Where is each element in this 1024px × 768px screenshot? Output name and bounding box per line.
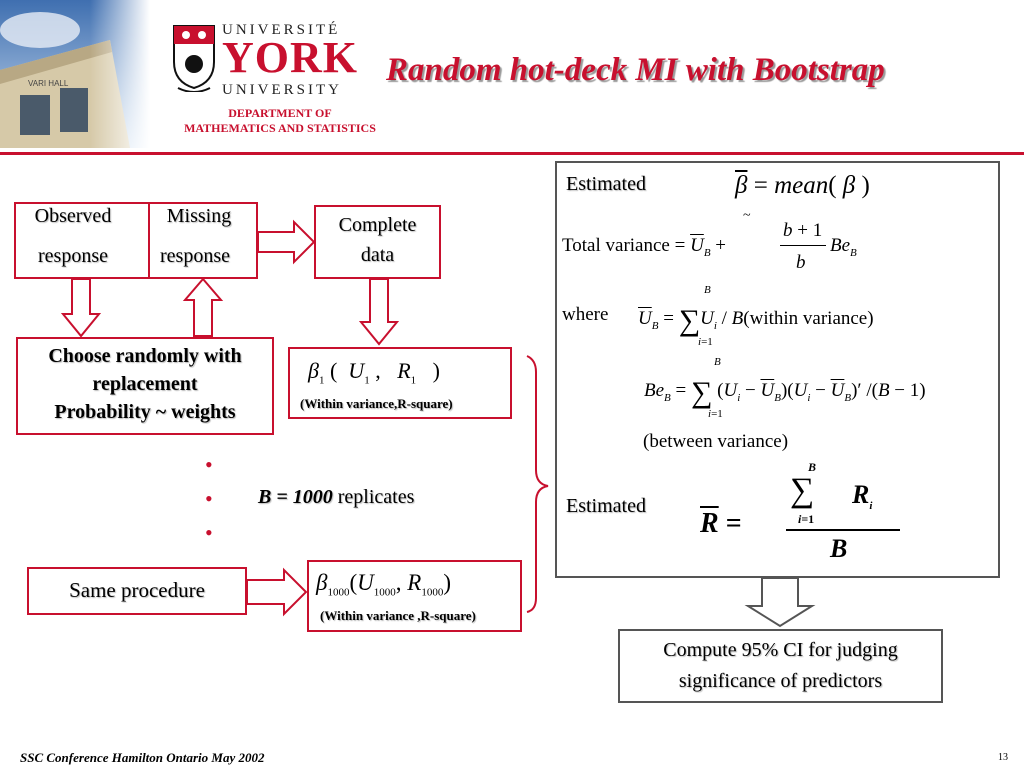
beta-mean-formula: β = mean( β ) (735, 172, 870, 199)
result-box (618, 629, 943, 703)
total-variance-label: Total variance (562, 235, 670, 256)
complete-label-2: data (360, 244, 395, 266)
sum-upper-1: B (704, 284, 711, 296)
university-top-text: UNIVERSITÉ (222, 22, 341, 38)
replicates-suffix: replicates (332, 486, 415, 508)
response-divider (148, 204, 150, 277)
tilde-mark: ~ (743, 208, 751, 223)
sum-lower-2: i=1 (708, 408, 723, 420)
estimates-panel (555, 161, 1000, 578)
choose-label-2: replacement (92, 373, 198, 395)
brace-icon (526, 355, 549, 613)
beta1-box (288, 347, 512, 419)
header-divider (0, 152, 1024, 155)
slide-title: Random hot-deck MI with Bootstrap (386, 52, 885, 88)
mean-word: mean (774, 172, 829, 199)
fraction-bar-1 (780, 245, 826, 246)
beta1000-formula: β1000(U1000, R1000) (316, 570, 451, 599)
missing-label-2: response (160, 245, 230, 267)
bullet-3: • (205, 520, 213, 545)
same-procedure-label: Same procedure (69, 578, 205, 602)
be-b-term: BeB (830, 235, 857, 259)
sum-upper-2: B (714, 356, 721, 368)
choose-label-3: Probability ~ weights (54, 401, 236, 423)
within-variance-label: (within variance) (743, 308, 874, 329)
r-i-term: Ri (852, 480, 873, 513)
estimated-label-2: Estimated (566, 495, 646, 517)
b-denominator-2: B (830, 534, 848, 563)
total-variance-formula: Total variance = UB + (562, 235, 727, 259)
page-number: 13 (998, 752, 1008, 763)
result-line-1: Compute 95% CI for judging (663, 639, 898, 661)
where-label: where (562, 304, 609, 325)
complete-label-1: Complete (338, 214, 417, 236)
arrow-down-observed-icon (60, 278, 102, 338)
bullet-1: • (205, 452, 213, 477)
fraction-bar-2 (786, 529, 900, 531)
missing-label-1: Missing (166, 205, 232, 227)
complete-data-box (314, 205, 441, 279)
sum-lower-1: i=1 (698, 336, 713, 348)
result-line-2: significance of predictors (678, 670, 883, 692)
university-bottom-text: UNIVERSITY (222, 82, 342, 98)
b-plus-1: b + 1 (783, 220, 823, 241)
observed-label-1: Observed (34, 205, 112, 227)
ub-formula: UB = ∑Ui / B(within variance) (638, 304, 874, 337)
sum-upper-3: B (808, 460, 817, 474)
same-procedure-box (27, 567, 247, 615)
be-formula: BeB = ∑ (Ui − UB)(Ui − UB)′ /(B − 1) (644, 376, 926, 409)
replicates-b-value: B = 1000 (258, 486, 333, 508)
arrow-down-result-icon (744, 577, 816, 628)
york-crest-icon (170, 22, 218, 93)
sum-sign-3: ∑ (790, 472, 815, 509)
arrow-to-complete-icon (257, 219, 316, 265)
choose-randomly-box (16, 337, 274, 435)
choose-label-1: Choose randomly with (48, 345, 242, 367)
estimated-label-1: Estimated (566, 173, 646, 195)
between-variance-label: (between variance) (643, 431, 789, 452)
sum-lower-3: i=1 (798, 512, 815, 526)
arrow-up-missing-icon (182, 277, 224, 337)
department-label: DEPARTMENT OF MATHEMATICS AND STATISTICS (150, 106, 410, 136)
campus-photo: VARI HALL (0, 0, 150, 148)
york-wordmark: YORK (222, 33, 358, 82)
bullet-2: • (205, 486, 213, 511)
department-line-1: DEPARTMENT OF (228, 106, 332, 120)
replicates-text: B = 1000 replicates (258, 486, 414, 509)
footer-text: SSC Conference Hamilton Ontario May 2002 (20, 750, 265, 765)
beta1000-note: (Within variance ,R-square) (320, 608, 476, 623)
arrow-same-procedure-icon (246, 567, 308, 617)
r-bar-lhs: R = (700, 508, 742, 539)
beta1000-box (307, 560, 522, 632)
arrow-down-complete-icon (358, 278, 400, 346)
response-box (14, 202, 258, 279)
department-line-2: MATHEMATICS AND STATISTICS (184, 121, 376, 135)
observed-label-2: response (38, 245, 108, 267)
beta1-note: (Within variance,R-square) (300, 396, 453, 411)
beta1-formula: β1 ( U1 , R1 ) (308, 358, 440, 387)
b-denominator: b (796, 252, 806, 273)
